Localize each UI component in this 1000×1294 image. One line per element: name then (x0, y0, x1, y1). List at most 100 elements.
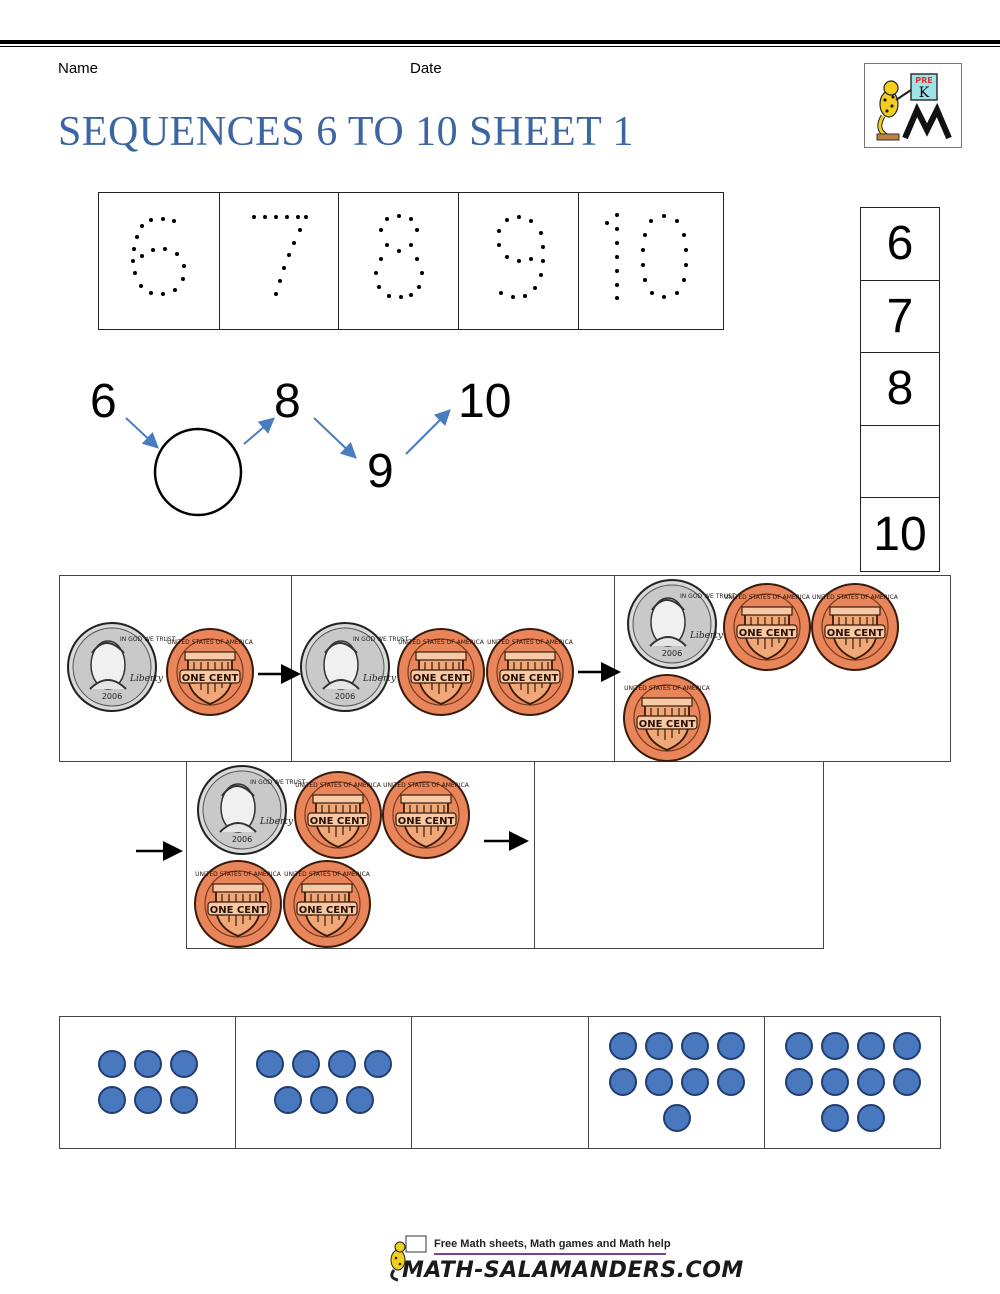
trace-cell-7[interactable] (220, 193, 340, 329)
dot-icon (856, 1104, 885, 1132)
svg-text:ONE CENT: ONE CENT (502, 673, 559, 684)
svg-text:IN GOD WE TRUST: IN GOD WE TRUST (120, 636, 176, 643)
dot-icon (364, 1050, 393, 1078)
arrow-icon (125, 417, 159, 449)
svg-text:IN GOD WE TRUST: IN GOD WE TRUST (353, 636, 409, 643)
penny-icon: ONE CENT UNITED STATES OF AMERICA (397, 628, 485, 716)
dot-icon (820, 1032, 849, 1060)
dot-icon (98, 1050, 126, 1078)
svg-text:ONE CENT: ONE CENT (210, 905, 267, 916)
top-rule (0, 40, 1000, 44)
dot-icon (328, 1050, 357, 1078)
penny-icon: ONE CENT UNITED STATES OF AMERICA (623, 674, 711, 762)
svg-text:Liberty: Liberty (362, 674, 397, 684)
dot-icon (784, 1032, 813, 1060)
svg-text:ONE CENT: ONE CENT (639, 719, 696, 730)
svg-text:UNITED STATES OF AMERICA: UNITED STATES OF AMERICA (487, 639, 574, 646)
dot-icon (346, 1086, 375, 1114)
dot-icon (134, 1086, 162, 1114)
dot-icon (134, 1050, 162, 1078)
dotted-digit-6 (131, 217, 186, 296)
path-number-10: 10 (458, 375, 512, 428)
svg-text:UNITED STATES OF AMERICA: UNITED STATES OF AMERICA (398, 639, 485, 646)
dot-icon (892, 1068, 921, 1096)
svg-text:UNITED STATES OF AMERICA: UNITED STATES OF AMERICA (383, 782, 470, 789)
path-number-8: 8 (274, 375, 301, 428)
dotted-digit-8 (374, 214, 425, 299)
footer-logo-icon (390, 1235, 427, 1282)
dot-icon (310, 1086, 339, 1114)
svg-text:2006: 2006 (232, 835, 252, 844)
dotted-digit-10 (605, 213, 689, 300)
column-cell: 10 (873, 508, 927, 562)
missing-number-circle[interactable] (153, 427, 243, 517)
dot-icon (274, 1086, 303, 1114)
dot-icon (680, 1032, 709, 1060)
svg-text:ONE CENT: ONE CENT (310, 816, 367, 827)
dot-group (784, 1032, 921, 1132)
svg-text:ONE CENT: ONE CENT (413, 673, 470, 684)
dot-icon (170, 1086, 198, 1114)
dot-icon (644, 1032, 673, 1060)
dot-icon (662, 1104, 691, 1132)
coin-box-answer[interactable] (534, 761, 824, 949)
dot-icon (856, 1032, 885, 1060)
svg-text:2006: 2006 (335, 692, 355, 701)
svg-text:2006: 2006 (662, 649, 682, 658)
dot-icon (716, 1068, 745, 1096)
dot-icon (892, 1032, 921, 1060)
trace-cell-10[interactable] (579, 193, 723, 329)
counter-cell (589, 1017, 765, 1148)
path-number-6: 6 (90, 375, 117, 428)
trace-cell-8[interactable] (339, 193, 459, 329)
svg-text:ONE CENT: ONE CENT (739, 628, 796, 639)
counter-cell (236, 1017, 413, 1148)
path-number-9: 9 (367, 445, 394, 498)
logo-badge-letter: K (919, 85, 930, 101)
top-rule-thin (0, 46, 1000, 47)
footer-underline (434, 1253, 666, 1255)
dot-icon (256, 1050, 285, 1078)
name-label: Name (58, 60, 99, 77)
dot-icon (292, 1050, 321, 1078)
column-cell: 7 (861, 281, 939, 354)
number-tracing-row (98, 192, 724, 330)
svg-text:UNITED STATES OF AMERICA: UNITED STATES OF AMERICA (624, 685, 711, 692)
svg-text:UNITED STATES OF AMERICA: UNITED STATES OF AMERICA (167, 639, 254, 646)
svg-text:UNITED STATES OF AMERICA: UNITED STATES OF AMERICA (195, 871, 282, 878)
column-cell: 6 (861, 208, 939, 281)
dot-icon (608, 1068, 637, 1096)
dot-icon (820, 1104, 849, 1132)
svg-text:IN GOD WE TRUST: IN GOD WE TRUST (680, 593, 736, 600)
dot-icon (680, 1068, 709, 1096)
dot-icon (856, 1068, 885, 1096)
dot-icon (170, 1050, 198, 1078)
column-cell-blank[interactable] (861, 426, 939, 499)
svg-text:Liberty: Liberty (259, 817, 294, 827)
number-column: 6 7 8 10 (860, 207, 940, 572)
dot-group (98, 1050, 198, 1114)
dot-icon (820, 1068, 849, 1096)
trace-cell-6[interactable] (99, 193, 220, 329)
dot-icon (784, 1068, 813, 1096)
dot-counter-row (59, 1016, 941, 1149)
svg-text:ONE CENT: ONE CENT (398, 816, 455, 827)
counter-cell (765, 1017, 940, 1148)
dot-icon (716, 1032, 745, 1060)
svg-text:ONE CENT: ONE CENT (182, 673, 239, 684)
trace-cell-9[interactable] (459, 193, 580, 329)
footer-site-link[interactable]: MATH-SALAMANDERS.COM (402, 1258, 744, 1283)
arrow-icon (313, 417, 357, 459)
dot-group (256, 1050, 393, 1114)
arrow-icon (243, 417, 276, 445)
counter-cell-blank[interactable] (412, 1017, 589, 1148)
dotted-digit-9 (496, 215, 545, 299)
page-title: SEQUENCES 6 TO 10 SHEET 1 (58, 109, 635, 155)
